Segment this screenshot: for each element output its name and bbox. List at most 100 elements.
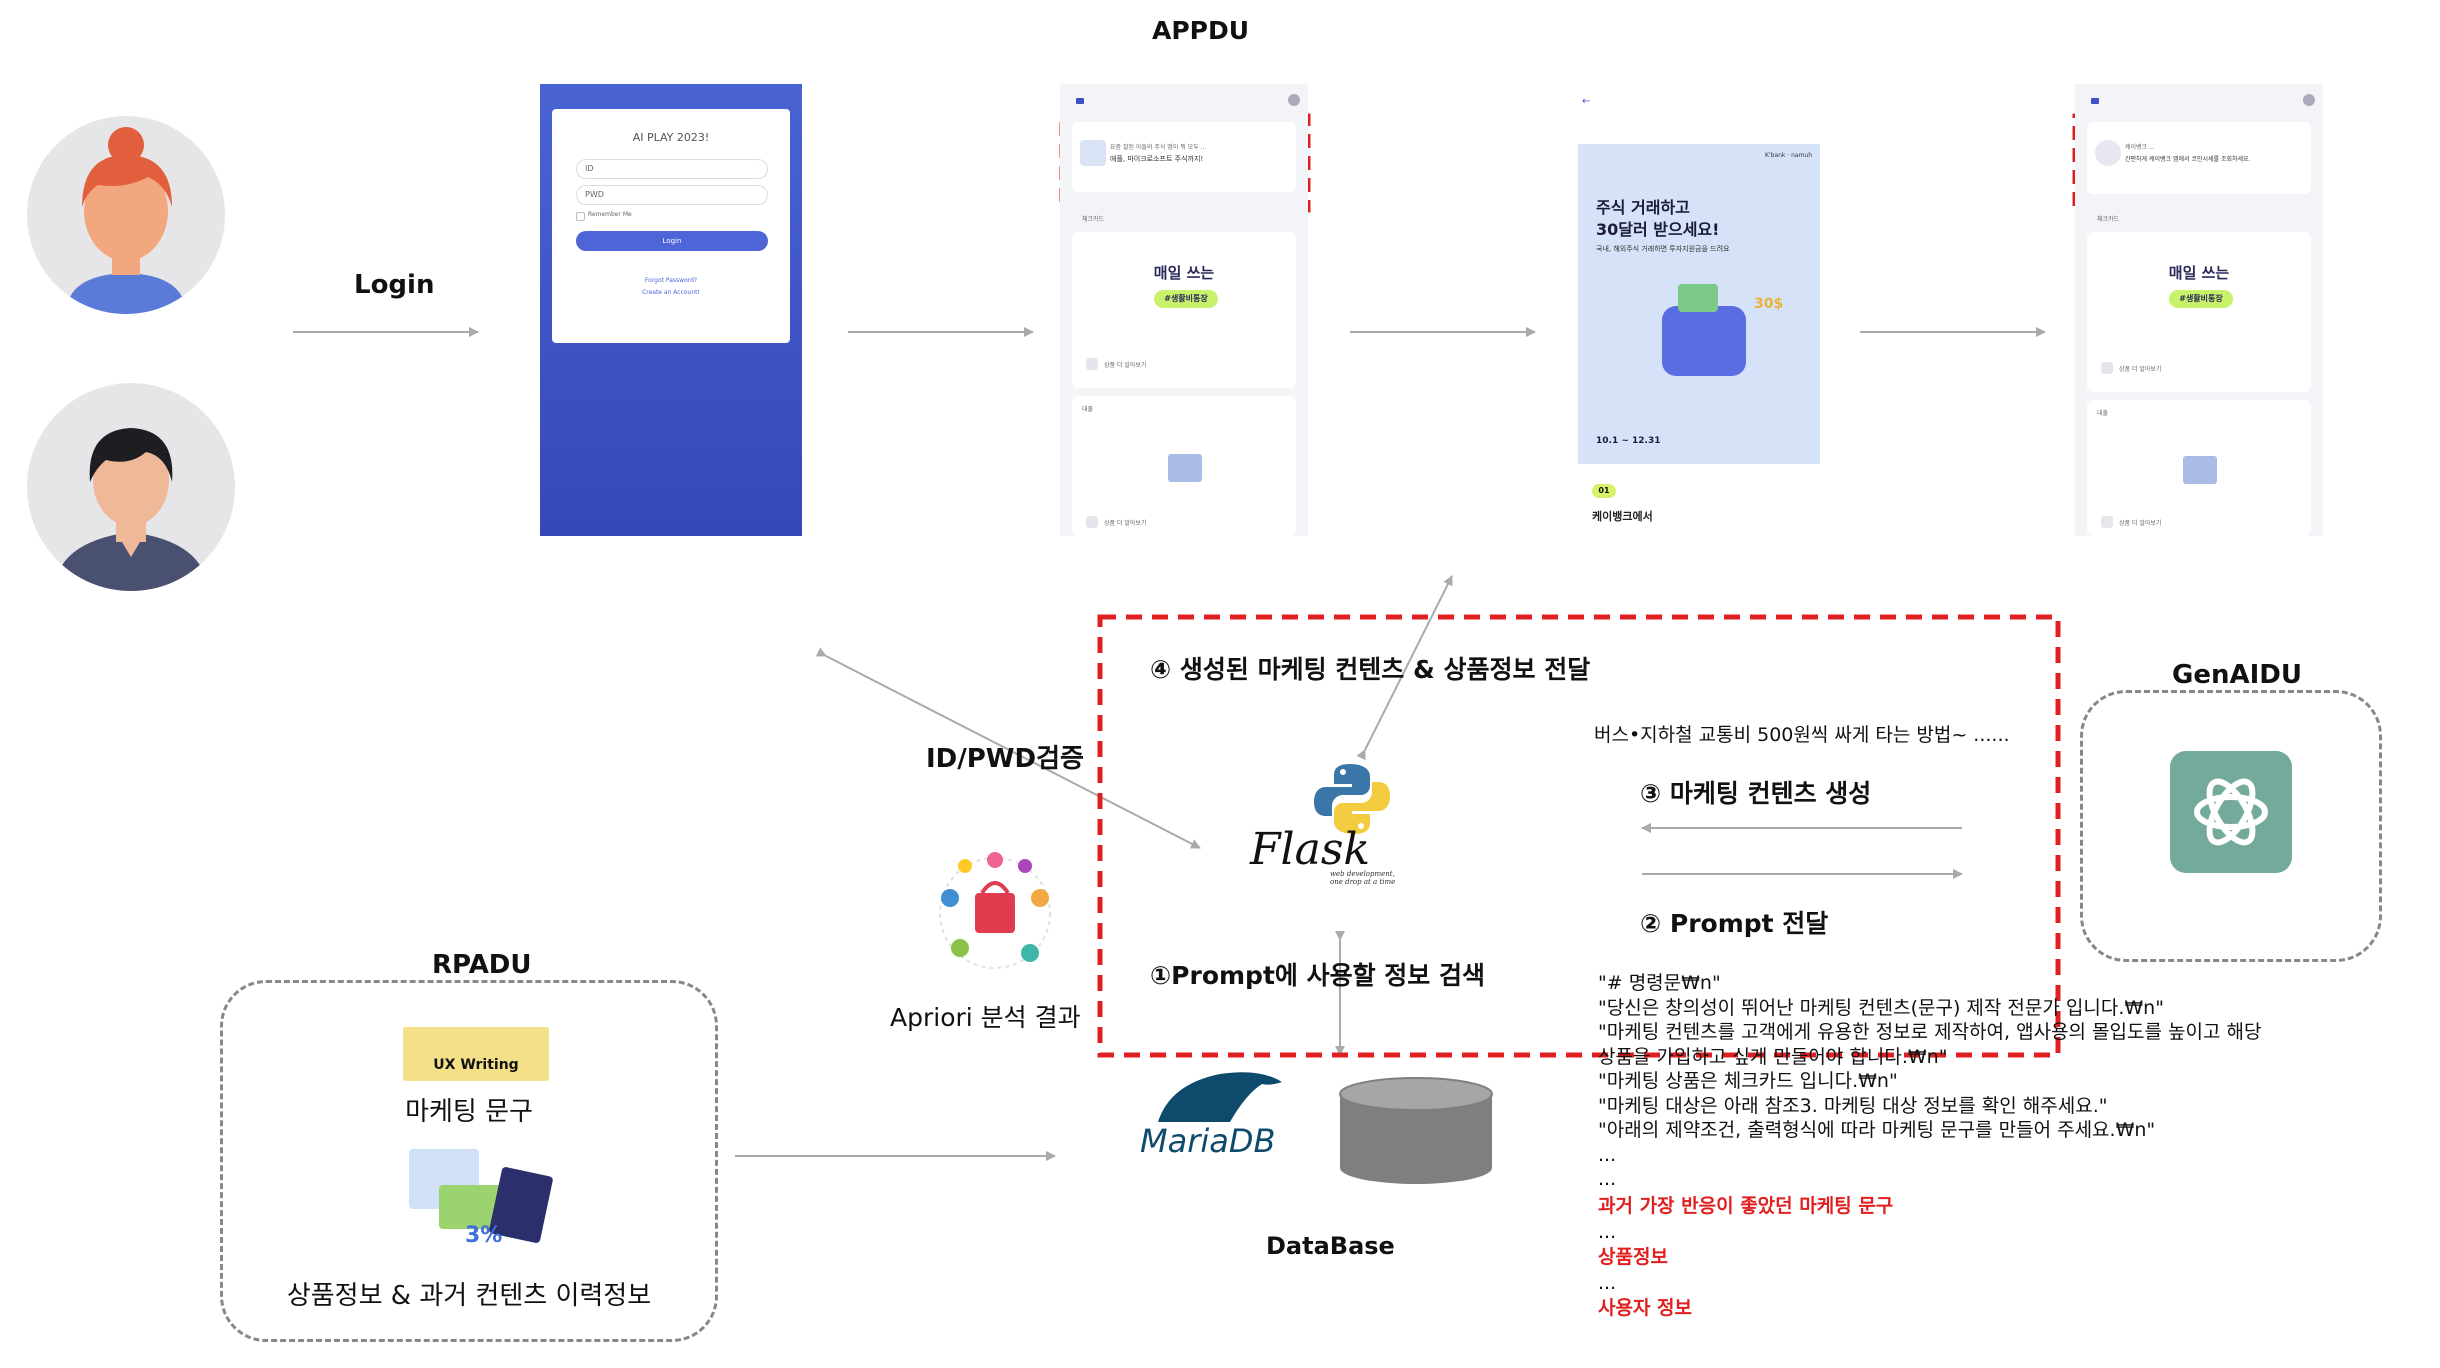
product-info-label: 상품정보 & 과거 컨텐츠 이력정보: [286, 1281, 652, 1311]
id-input[interactable]: ID: [576, 159, 768, 179]
arrow-icon: [2101, 362, 2113, 374]
prompt-line: "마케팅 컨텐츠를 고객에게 유용한 정보로 제작하여, 앱사용의 몰입도를 높…: [1598, 1021, 2262, 1043]
profile-icon[interactable]: [2303, 94, 2315, 106]
login-title: AI PLAY 2023!: [632, 131, 710, 144]
prompt-line: ...: [1598, 1221, 1617, 1243]
arrow-icon: [1086, 516, 1098, 528]
marketing-phrase-label: 마케팅 문구: [405, 1097, 533, 1127]
profile-icon[interactable]: [1288, 94, 1300, 106]
back-icon[interactable]: ←: [1582, 96, 1591, 107]
loan-card[interactable]: 대출 상품 더 알아보기: [1072, 396, 1296, 536]
generated-example: 버스•지하철 교통비 500원씩 싸게 타는 방법~ ......: [1594, 724, 2010, 746]
flask-red-dashed-box: [1097, 614, 2061, 1058]
menu-icon[interactable]: [1076, 98, 1084, 104]
prompt-red-line: 과거 가장 반응이 좋았던 마케팅 문구: [1598, 1194, 1894, 1217]
flask-name: Flask: [1250, 824, 1371, 875]
card-title: 매일 쓰는: [1153, 264, 1215, 282]
ux-writing-label: UX Writing: [433, 1057, 519, 1073]
banner-line2: 간편하게 케이뱅크 앱에서 코인시세를 조회하세요.: [2125, 156, 2251, 163]
card-title: 매일 쓰는: [2168, 264, 2230, 282]
remember-checkbox[interactable]: [576, 212, 585, 221]
genaidu-label: GenAIDU: [2172, 660, 2302, 690]
more-button[interactable]: 상품 더 알아보기: [2119, 366, 2162, 373]
create-link[interactable]: Create an Account!: [642, 289, 700, 296]
banner-card[interactable]: 요즘 잘된 아들의 주식 앱이 뭐 모두 ... 애플, 마이크로소프트 주식까…: [1072, 122, 1296, 192]
mariadb-logo: MariaDB: [1140, 1064, 1300, 1160]
prompt-line: "# 명령문₩n": [1598, 972, 1721, 994]
prompt-red-line: 상품정보: [1598, 1245, 1668, 1268]
prompt-line: "당신은 창의성이 뛰어난 마케팅 컨텐츠(문구) 제작 전문가 입니다.₩n": [1598, 996, 2164, 1019]
promo-screen: ← K'bank · namuh 주식 거래하고 30달러 받으세요! 국내, …: [1570, 84, 1820, 536]
section-loan: 대출: [1082, 406, 1094, 413]
openai-icon: [2170, 751, 2292, 873]
male-avatar: [26, 382, 236, 592]
percent-badge: 3%: [465, 1223, 503, 1248]
prompt-block: "# 명령문₩n" "당신은 창의성이 뛰어난 마케팅 컨텐츠(문구) 제작 전…: [1598, 971, 2261, 1320]
apriori-illustration: [930, 848, 1060, 978]
more-button[interactable]: 상품 더 알아보기: [2119, 520, 2162, 527]
prompt-line: ...: [1598, 1168, 1617, 1190]
prompt-line: "마케팅 대상은 아래 참조3. 마케팅 대상 정보를 확인 해주세요.": [1598, 1094, 2108, 1117]
banner-line2: 애플, 마이크로소프트 주식까지!: [1110, 155, 1204, 163]
appdu-title: APPDU: [1152, 16, 1250, 45]
more-button[interactable]: 상품 더 알아보기: [1104, 362, 1147, 369]
banner-line1: 케이뱅크 ...: [2125, 144, 2155, 151]
arrow-icon: [2101, 516, 2113, 528]
prompt-red-line: 사용자 정보: [1598, 1296, 1693, 1319]
login-button[interactable]: Login: [576, 231, 768, 251]
product-card[interactable]: 매일 쓰는 #생활비통장 상품 더 알아보기: [2087, 232, 2311, 392]
section-loan: 대출: [2097, 410, 2109, 417]
card-tag: #생활비통장: [2169, 290, 2233, 308]
forgot-link[interactable]: Forgot Password?: [644, 277, 698, 284]
promo-amount: 30$: [1754, 296, 1784, 312]
promo-banner: K'bank · namuh 주식 거래하고 30달러 받으세요! 국내, 해외…: [1578, 144, 1820, 464]
prompt-line: "아래의 제약조건, 출력형식에 따라 마케팅 문구를 만들어 주세요.₩n": [1598, 1119, 2156, 1141]
banner-image: [2095, 140, 2121, 166]
ux-writing-image: UX Writing: [403, 1027, 549, 1081]
promo-footer: 케이뱅크에서: [1592, 510, 1653, 523]
database-icon: [1336, 1076, 1496, 1186]
prompt-line: "마케팅 상품은 체크카드 입니다.₩n": [1598, 1070, 1898, 1092]
step4-label: ④ 생성된 마케팅 컨텐츠 & 상품정보 전달: [1150, 655, 1591, 684]
step3-label: ③ 마케팅 컨텐츠 생성: [1640, 779, 1872, 808]
step1-label: ①Prompt에 사용할 정보 검색: [1150, 961, 1486, 990]
wallet-image: [1662, 306, 1746, 376]
seal-icon: [1158, 1072, 1282, 1122]
section-check-card: 체크카드: [1082, 216, 1105, 223]
promo-step: 01: [1592, 484, 1616, 498]
promo-brand: K'bank · namuh: [1765, 152, 1812, 159]
banner-card[interactable]: 케이뱅크 ... 간편하게 케이뱅크 앱에서 코인시세를 조회하세요.: [2087, 122, 2311, 194]
app-screen-2: 케이뱅크 ... 간편하게 케이뱅크 앱에서 코인시세를 조회하세요. 체크카드…: [2075, 84, 2323, 536]
product-card[interactable]: 매일 쓰는 #생활비통장 상품 더 알아보기: [1072, 232, 1296, 388]
loan-card[interactable]: 대출 상품 더 알아보기: [2087, 400, 2311, 536]
female-avatar: [26, 115, 226, 315]
prompt-line: ...: [1598, 1272, 1617, 1294]
database-label: DataBase: [1266, 1232, 1395, 1260]
section-check-card: 체크카드: [2097, 216, 2120, 223]
login-card: AI PLAY 2023! ID PWD Remember Me Login F…: [552, 109, 790, 343]
arrow-icon: [1086, 358, 1098, 370]
mariadb-name: MariaDB: [1140, 1122, 1276, 1160]
rpadu-box: UX Writing 마케팅 문구 3% 상품정보 & 과거 컨텐츠 이력정보: [220, 980, 718, 1342]
prompt-line: 상품을 가입하고 싶게 만들어야 합니다.₩n": [1598, 1045, 1948, 1068]
promo-headline1: 주식 거래하고: [1596, 198, 1690, 217]
apriori-label: Apriori 분석 결과: [890, 1003, 1081, 1032]
cash-image: [1678, 284, 1718, 312]
card-tag: #생활비통장: [1154, 290, 1218, 308]
login-screen: AI PLAY 2023! ID PWD Remember Me Login F…: [540, 84, 802, 536]
idpwd-label: ID/PWD검증: [926, 744, 1084, 774]
step2-label: ② Prompt 전달: [1640, 909, 1829, 938]
arrow-flask-to-app: [1356, 575, 1453, 761]
menu-icon[interactable]: [2091, 98, 2099, 104]
genaidu-box: [2080, 690, 2382, 962]
python-icon: [1314, 764, 1390, 834]
building-image: [2183, 456, 2217, 484]
promo-period: 10.1 ~ 12.31: [1596, 436, 1661, 446]
more-button[interactable]: 상품 더 알아보기: [1104, 520, 1147, 527]
promo-sub: 국내, 해외주식 거래하면 투자지원금을 드려요: [1596, 245, 1730, 253]
login-label: Login: [354, 270, 435, 300]
rpadu-label: RPADU: [432, 950, 532, 980]
pwd-input[interactable]: PWD: [576, 185, 768, 205]
flask-logo: Flask web development, one drop at a tim…: [1250, 762, 1410, 892]
product-cards-image: 3%: [399, 1149, 559, 1249]
